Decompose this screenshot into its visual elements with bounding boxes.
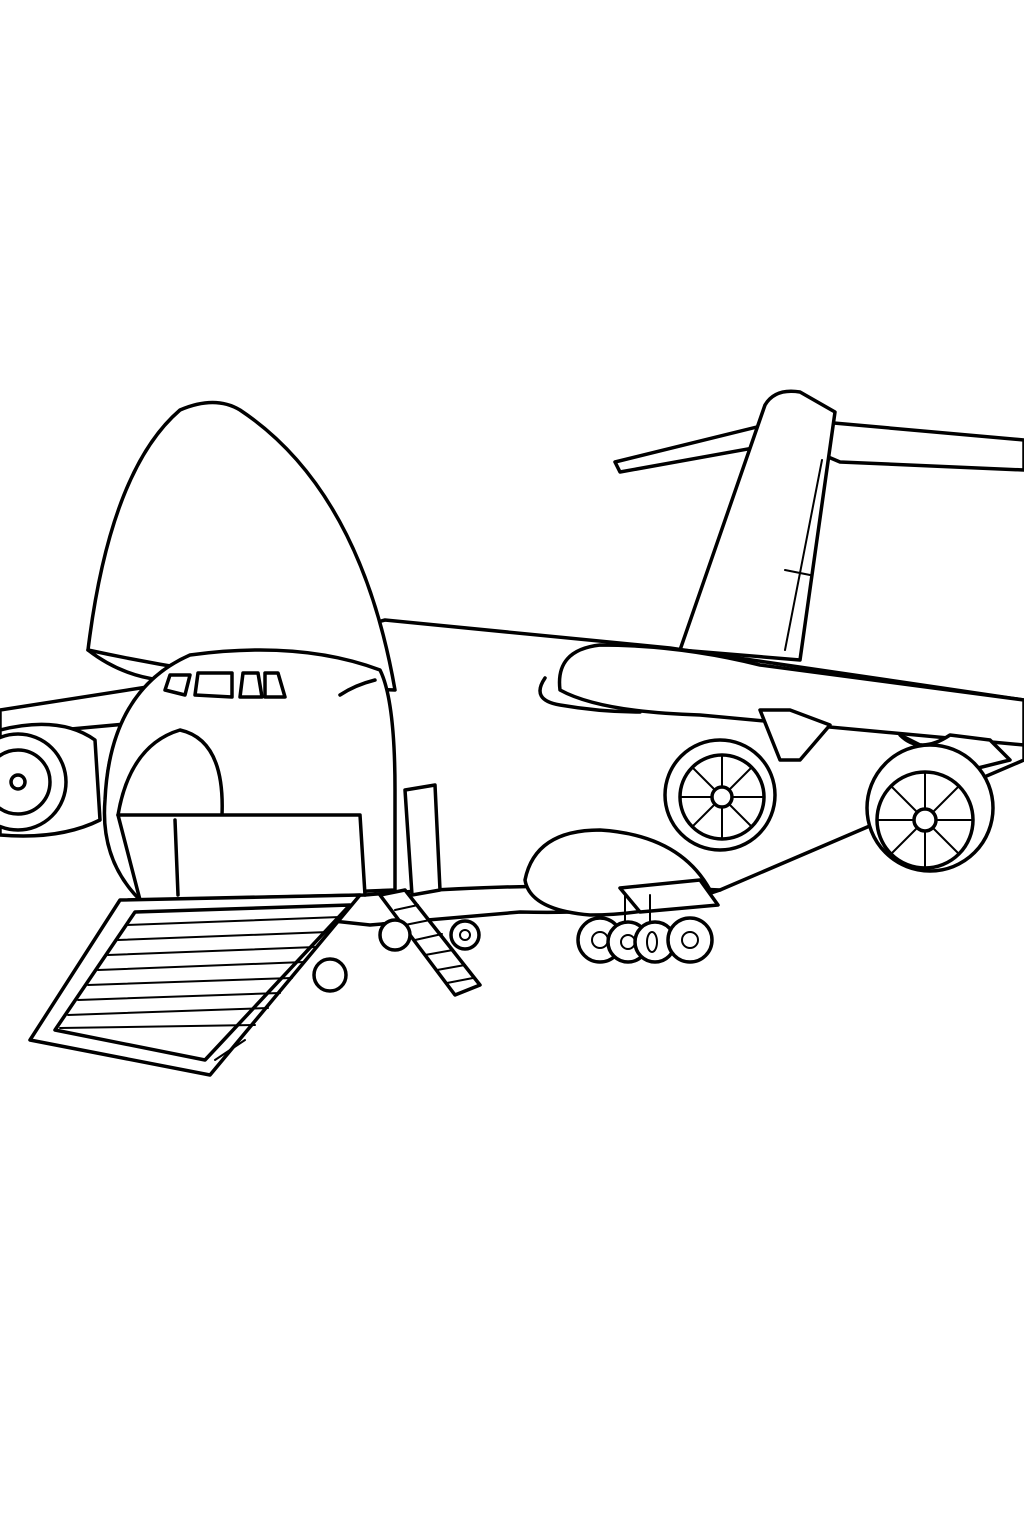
cargo-door: [116, 783, 442, 902]
side-stairs: [378, 888, 482, 997]
center-engine: [663, 708, 832, 852]
cargo-ramp: [28, 893, 362, 1077]
left-engine: [0, 722, 102, 838]
cockpit-windows: [163, 671, 377, 699]
vertical-fin: [678, 389, 837, 662]
right-engine: [865, 733, 1012, 873]
right-wing: [557, 643, 1024, 747]
landing-gear-wheels: [312, 894, 714, 993]
nose-cone: [86, 400, 397, 692]
